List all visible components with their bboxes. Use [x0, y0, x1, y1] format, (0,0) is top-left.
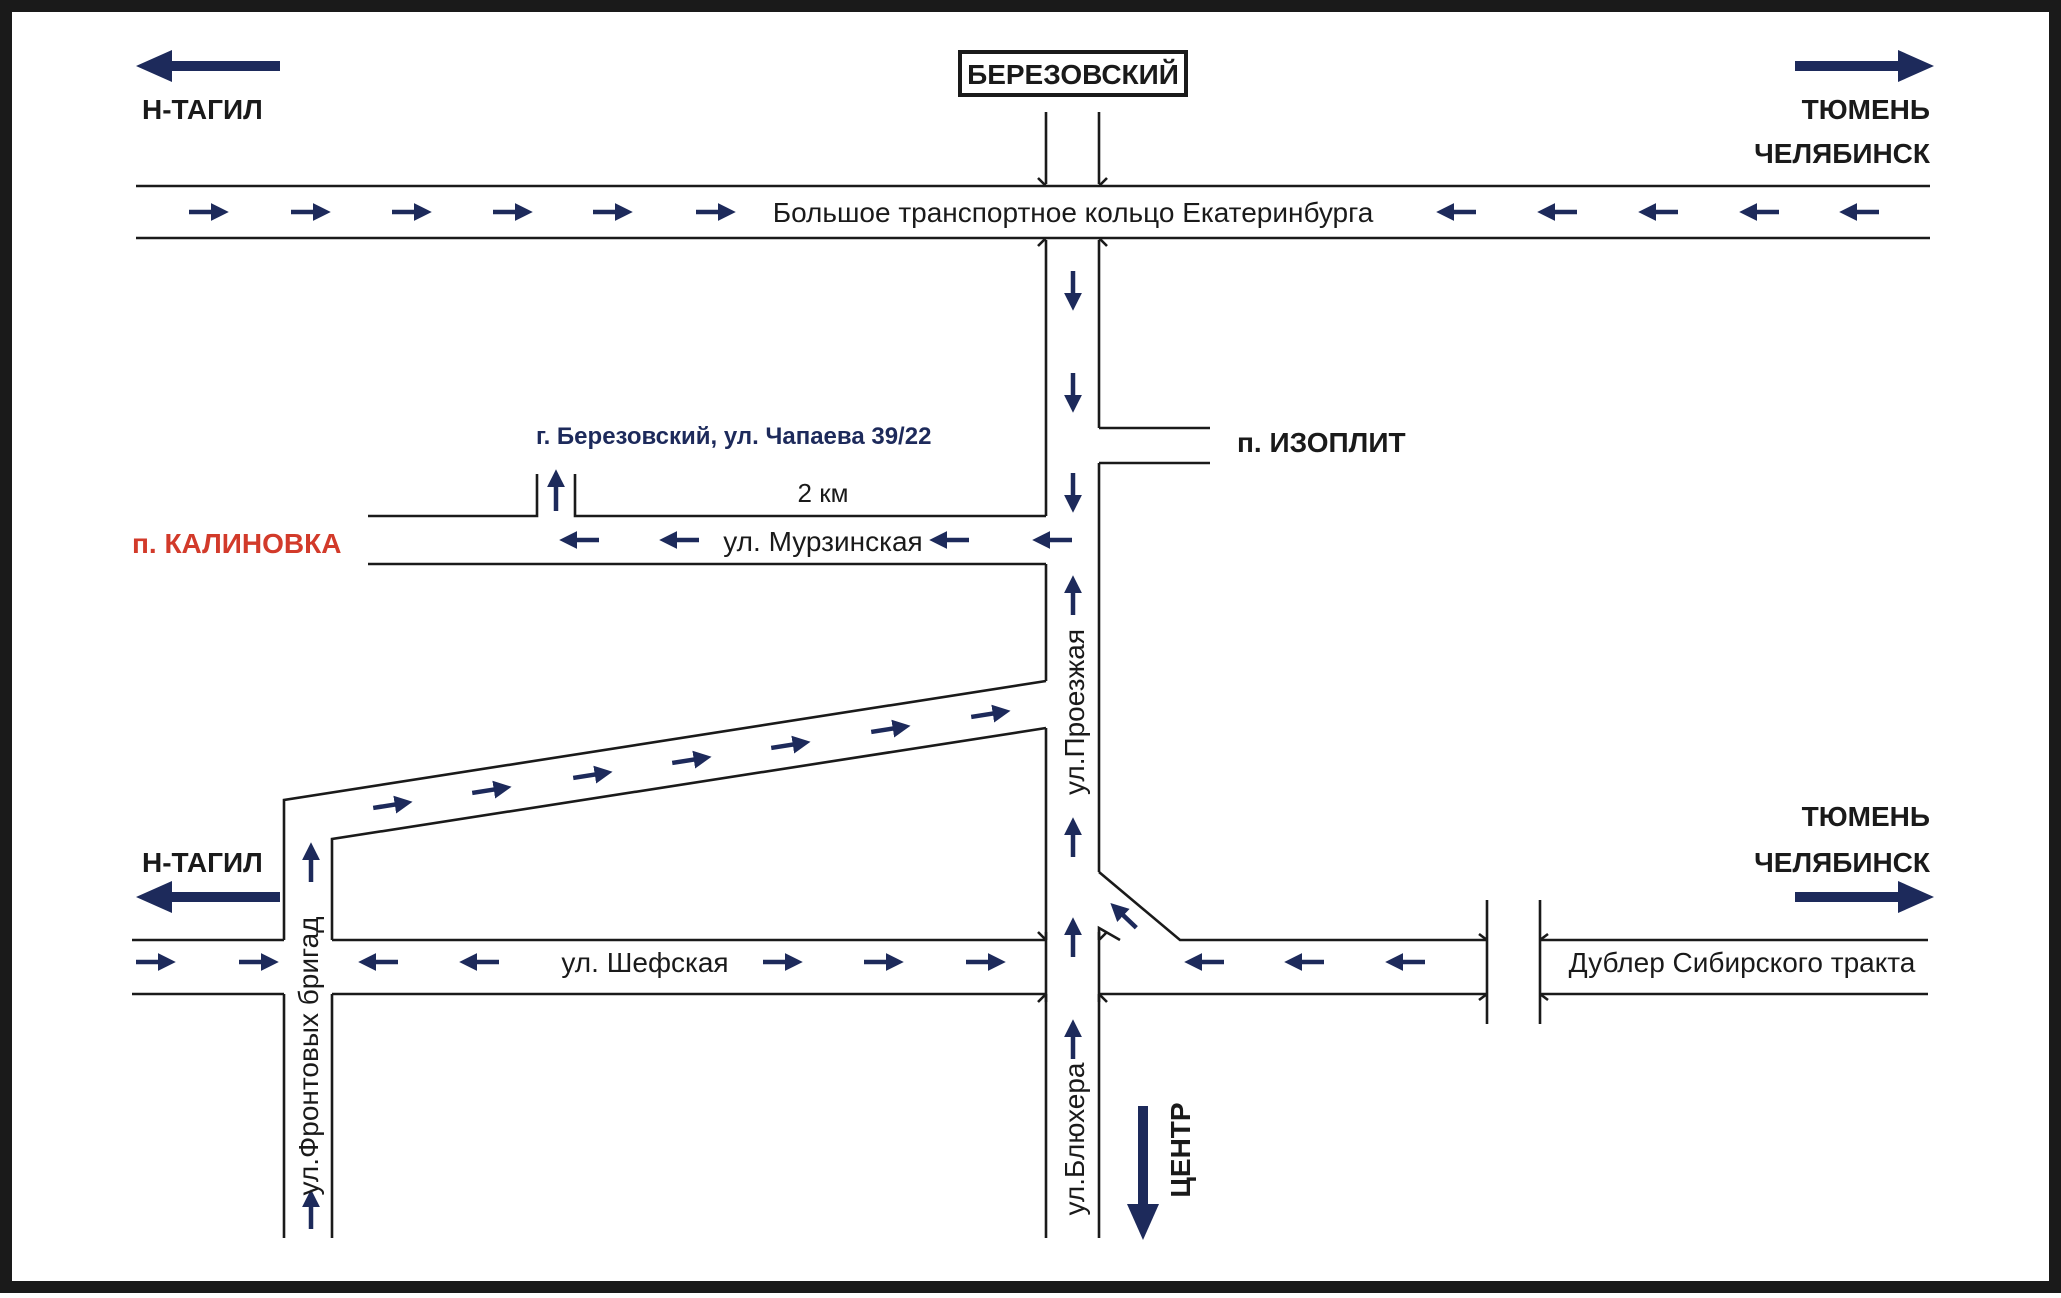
diagonal-road-top-edge	[282, 679, 1047, 940]
label-n-tagil-bottom: Н-ТАГИЛ	[142, 847, 263, 878]
label-n-tagil-top: Н-ТАГИЛ	[142, 94, 263, 125]
traffic-arrow-icon	[770, 735, 811, 754]
murzinskaya-top-edge	[368, 474, 539, 518]
label-tyumen-bottom: ТЮМЕНЬ	[1802, 801, 1930, 832]
label-distance: 2 км	[798, 478, 849, 508]
label-address: г. Березовский, ул. Чапаева 39/22	[536, 423, 931, 450]
traffic-arrow-icon	[572, 765, 613, 784]
label-murzinskaya: ул. Мурзинская	[723, 526, 922, 557]
east-branch-top-edge	[1098, 871, 1487, 942]
label-center: ЦЕНТР	[1165, 1102, 1196, 1197]
label-kalinovka: п. КАЛИНОВКА	[132, 528, 341, 559]
labels: Н-ТАГИЛ ТЮМЕНЬ ЧЕЛЯБИНСК БЕРЕЗОВСКИЙ Бол…	[132, 50, 1931, 1216]
traffic-arrow-icon	[870, 719, 911, 738]
label-blyukhera: ул.Блюхера	[1059, 1062, 1090, 1215]
berezovsky-bridge-ticks	[1037, 177, 1108, 247]
label-proezzhaya: ул.Проезжая	[1059, 629, 1090, 795]
gap-right-ticks	[1538, 900, 1549, 1024]
direction-arrows	[136, 49, 1934, 1240]
traffic-arrow-icon	[671, 750, 712, 769]
label-chelyabinsk-bottom: ЧЕЛЯБИНСК	[1754, 847, 1931, 878]
diagonal-road-bottom-edge	[330, 726, 1047, 940]
label-shefskaya: ул. Шефская	[561, 947, 728, 978]
label-chelyabinsk-top: ЧЕЛЯБИНСК	[1754, 138, 1931, 169]
label-frontovykh: ул.Фронтовых бригад	[293, 916, 324, 1195]
roads	[132, 112, 1930, 1238]
traffic-arrow-icon	[1110, 903, 1138, 930]
label-berezovsky: БЕРЕЗОВСКИЙ	[967, 58, 1179, 90]
berezovsky-box	[958, 50, 1188, 97]
murzinskaya-top-edge-east	[573, 474, 1046, 518]
label-izoplit: п. ИЗОПЛИТ	[1237, 427, 1406, 458]
shefskaya-bridge-ticks	[1037, 931, 1048, 1003]
traffic-arrows	[136, 203, 1879, 1229]
east-branch-ticks	[1097, 931, 1108, 1003]
traffic-arrow-icon	[970, 704, 1011, 723]
label-tyumen-top: ТЮМЕНЬ	[1802, 94, 1930, 125]
traffic-arrow-icon	[471, 780, 512, 799]
label-ring-road: Большое транспортное кольцо Екатеринбург…	[773, 197, 1374, 228]
label-dubler: Дублер Сибирского тракта	[1569, 947, 1916, 978]
traffic-arrow-icon	[372, 795, 413, 814]
gap-left-ticks	[1478, 900, 1489, 1024]
